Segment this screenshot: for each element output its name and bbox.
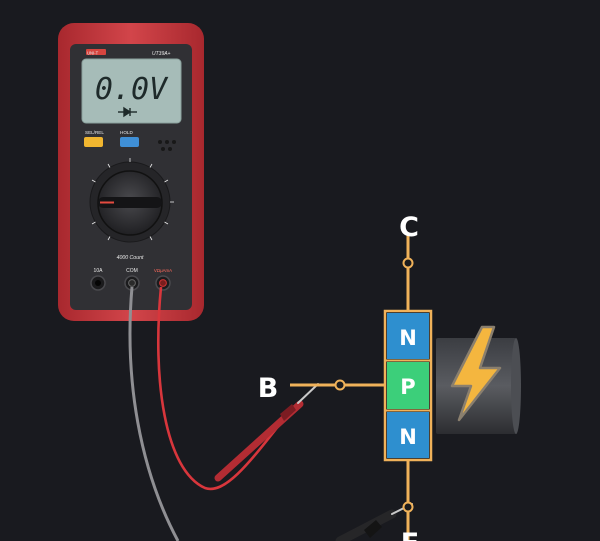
lcd-screen xyxy=(81,58,182,124)
rotary-knob-bar[interactable] xyxy=(98,197,162,208)
layer-base-p xyxy=(387,362,429,409)
base-node[interactable] xyxy=(334,379,346,391)
model-label: UT39A+ xyxy=(152,51,171,57)
lcd-reading: 0.0V xyxy=(95,72,169,107)
layer-label-top: N xyxy=(399,326,417,350)
sensor-grille xyxy=(158,140,176,151)
count-label: 4000 Count xyxy=(117,255,144,261)
select-button-label: SEL/REL xyxy=(85,130,104,135)
red-probe-lead xyxy=(156,286,285,491)
transistor: N P N C B E xyxy=(258,212,521,541)
lightning-bolt-icon xyxy=(450,325,502,422)
terminal-c-label: C xyxy=(399,212,419,243)
hold-button[interactable] xyxy=(120,137,139,147)
collector-node[interactable] xyxy=(402,257,414,269)
layer-emitter-n xyxy=(387,412,429,458)
layer-collector-n xyxy=(387,313,429,359)
brand-logo xyxy=(86,49,106,55)
terminal-b-label: B xyxy=(258,373,279,404)
jack-v-label: VΩμAmA xyxy=(154,268,172,273)
range-ticks xyxy=(91,158,174,241)
layer-label-middle: P xyxy=(400,375,415,399)
layer-label-bottom: N xyxy=(399,425,417,449)
brand-label: UNI-T xyxy=(87,51,99,56)
jack-10a-label: 10A xyxy=(94,268,104,274)
junction-frame xyxy=(383,309,433,462)
terminal-e-label: E xyxy=(401,528,419,541)
jack-com-label: COM xyxy=(126,268,138,274)
select-button[interactable] xyxy=(84,137,103,147)
red-probe[interactable] xyxy=(214,383,319,482)
diode-icon xyxy=(118,106,137,118)
multimeter: UNI-T UT39A+ 0.0V SEL/REL HOLD xyxy=(58,23,204,321)
emitter-node[interactable] xyxy=(402,501,414,513)
hold-button-label: HOLD xyxy=(120,130,133,135)
black-probe-lead xyxy=(128,286,180,541)
